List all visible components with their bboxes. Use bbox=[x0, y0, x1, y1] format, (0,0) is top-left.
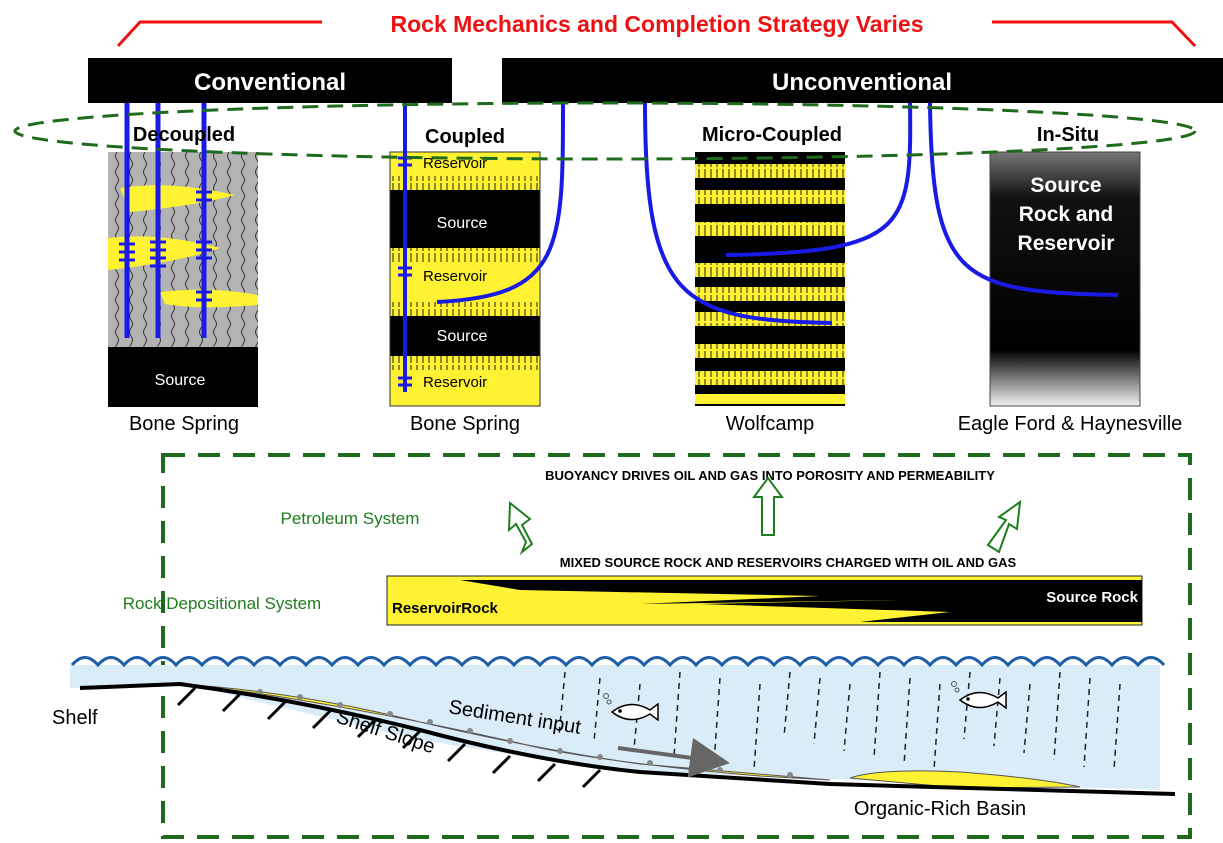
petroleum-system-label: Petroleum System bbox=[281, 509, 420, 528]
buoyancy-arrow-center bbox=[752, 476, 784, 536]
reservoir-rock-label: ReservoirRock bbox=[392, 600, 499, 617]
settling-dash bbox=[993, 677, 1001, 747]
micro-coupled-formation-label: Wolfcamp bbox=[726, 413, 815, 435]
title-bracket-right bbox=[992, 20, 1197, 48]
coupling-ellipse bbox=[13, 101, 1197, 161]
distal-sediment-lobe bbox=[849, 770, 1081, 789]
title-bracket-left bbox=[116, 20, 322, 48]
rock-depositional-system-label: Rock Depositional System bbox=[123, 594, 321, 613]
in-situ-formation-label: Eagle Ford & Haynesville bbox=[958, 413, 1183, 435]
settling-dash bbox=[1023, 683, 1031, 754]
settling-dash bbox=[933, 683, 941, 771]
sediment-input-arrow bbox=[617, 737, 730, 778]
settling-dash bbox=[1083, 677, 1091, 768]
coupled-horizontal-well bbox=[436, 102, 565, 304]
settling-dash bbox=[1053, 671, 1061, 761]
decoupled-source-layer bbox=[108, 347, 258, 407]
buoyancy-arrow-left bbox=[507, 500, 534, 556]
in-situ-text-3: Reservoir bbox=[1018, 232, 1115, 255]
sediment-fan bbox=[179, 683, 831, 781]
in-situ-well bbox=[928, 102, 1119, 297]
in-situ-title: In-Situ bbox=[1037, 124, 1099, 146]
settling-dash bbox=[673, 671, 681, 757]
coupled-layer-reservoir-3: Reservoir bbox=[423, 374, 487, 391]
fish-icon bbox=[951, 681, 1007, 710]
settling-dash bbox=[903, 677, 911, 766]
in-situ-text-1: Source bbox=[1030, 174, 1101, 197]
coupled-layer-source-2: Source bbox=[437, 328, 488, 345]
organic-rich-basin-label: Organic-Rich Basin bbox=[854, 798, 1026, 820]
settling-dash bbox=[1113, 683, 1121, 771]
coupled-box bbox=[389, 151, 541, 407]
settling-dash bbox=[813, 677, 821, 745]
coupled-layer-reservoir-2: Reservoir bbox=[423, 268, 487, 285]
unconventional-bar bbox=[502, 58, 1223, 103]
source-rock-label: Source Rock bbox=[1046, 589, 1138, 606]
pelagic-settling-lines bbox=[558, 671, 1121, 771]
fish-icon bbox=[603, 693, 659, 722]
sea-floor-line bbox=[79, 681, 1176, 796]
conventional-label: Conventional bbox=[194, 69, 346, 96]
system-dashed-box bbox=[161, 453, 1192, 839]
decoupled-perforations bbox=[119, 190, 212, 302]
in-situ-box bbox=[989, 151, 1141, 407]
coupled-formation-label: Bone Spring bbox=[410, 413, 520, 435]
decoupled-lens-2 bbox=[108, 236, 220, 270]
mixed-charge-text: MIXED SOURCE ROCK AND RESERVOIRS CHARGED… bbox=[560, 555, 1017, 570]
title-group: Rock Mechanics and Completion Strategy V… bbox=[116, 11, 1197, 48]
conventional-bar bbox=[88, 58, 452, 103]
coupled-layer-source-1: Source bbox=[437, 215, 488, 232]
settling-dash bbox=[753, 683, 761, 771]
settling-dash bbox=[873, 671, 881, 759]
micro-coupled-title: Micro-Coupled bbox=[702, 124, 842, 146]
in-situ-text-2: Rock and bbox=[1019, 203, 1114, 226]
column-coupled: Reservoir Source Reservoir Source Reserv… bbox=[389, 102, 565, 435]
column-decoupled: Source Decoupled Bone Spring bbox=[108, 103, 258, 435]
decoupled-title: Decoupled bbox=[133, 124, 235, 146]
settling-dash bbox=[963, 671, 971, 740]
unconventional-label: Unconventional bbox=[772, 69, 952, 96]
micro-coupled-well-lower bbox=[643, 102, 833, 325]
coupled-title: Coupled bbox=[425, 126, 505, 148]
column-micro-coupled: Micro-Coupled Wolfcamp bbox=[643, 102, 913, 435]
decoupled-layer-label: Source bbox=[155, 372, 206, 389]
buoyancy-text: BUOYANCY DRIVES OIL AND GAS INTO POROSIT… bbox=[545, 468, 995, 483]
buoyancy-arrows bbox=[507, 476, 1022, 556]
column-in-situ: Source Rock and Reservoir In-Situ Eagle … bbox=[928, 102, 1183, 435]
shelf-hatch-marks bbox=[176, 686, 602, 789]
diagram-title: Rock Mechanics and Completion Strategy V… bbox=[391, 11, 924, 37]
shelf-label: Shelf bbox=[52, 707, 98, 729]
decoupled-lens-3 bbox=[160, 289, 258, 308]
micro-coupled-well-upper bbox=[725, 102, 913, 257]
decoupled-formation-label: Bone Spring bbox=[129, 413, 239, 435]
sea-surface-waves bbox=[70, 656, 1166, 668]
buoyancy-arrow-right bbox=[986, 499, 1022, 554]
source-rock-wedge bbox=[460, 580, 1142, 622]
sea-water bbox=[70, 665, 1160, 790]
settling-dash bbox=[843, 683, 851, 752]
